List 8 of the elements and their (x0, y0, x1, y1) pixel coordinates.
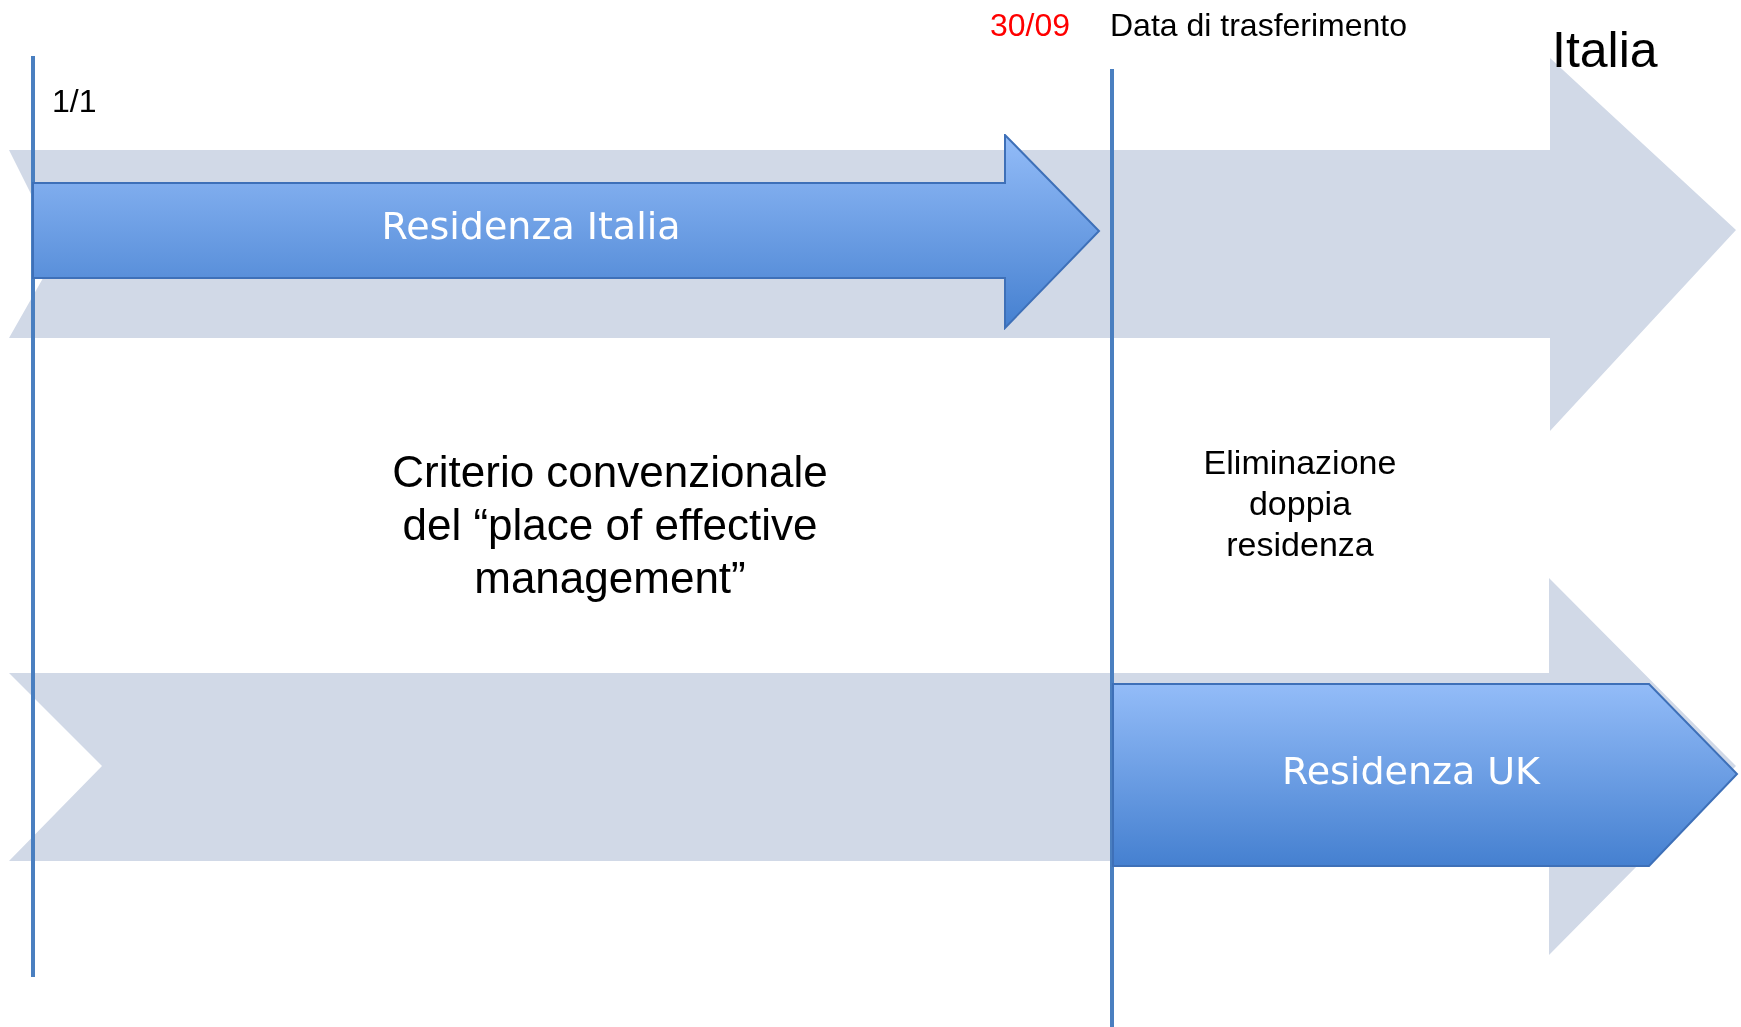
note-text: Criterio convenzionale del “place of effective management” (391, 446, 829, 604)
arrow-label: Residenza Italia (380, 204, 682, 250)
heading: Italia (1552, 21, 1659, 80)
date-caption: Data di trasferimento (1110, 6, 1408, 45)
arrow-label: Residenza UK (1280, 749, 1542, 795)
date-label: 30/09 (990, 6, 1072, 45)
note-text: Eliminazione doppia residenza (1202, 442, 1398, 565)
date-label: 1/1 (52, 82, 98, 121)
